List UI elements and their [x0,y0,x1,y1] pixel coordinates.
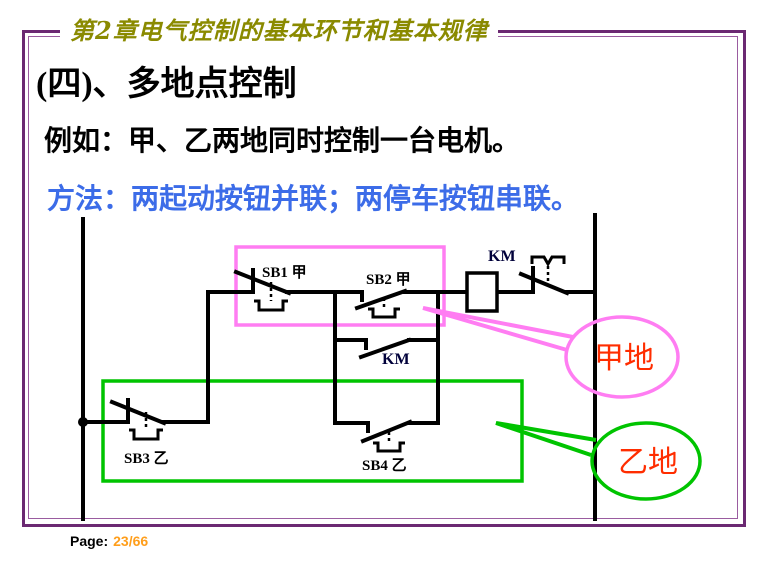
sb2-label: SB2 甲 [366,271,411,288]
sb3-actuator-icon [129,428,163,441]
sb1-nc-contact [233,268,292,296]
sb4-no-contact [360,419,413,444]
site-a-ellipse [564,315,680,399]
page-footer: Page:23/66 [70,533,148,549]
km-coil-label: KM [488,248,516,265]
page-label: Page: [70,533,109,549]
km-aux-no-contact [358,337,412,360]
section-heading: (四)、多地点控制 [36,66,297,103]
sb3-nc-contact [109,398,167,426]
site-b-callout-wedge [495,421,597,457]
sb2-actuator-icon [368,307,400,319]
site-a-callout-wedge [422,306,574,352]
pushbutton-actuators [129,255,566,453]
sb1-label: SB1 甲 [262,264,307,281]
sb4-actuator-icon [373,441,405,453]
sb3-label: SB3 乙 [124,451,169,467]
method-line: 方法：两起动按钮并联；两停车按钮串联。 [47,184,580,215]
circuit-wires [81,213,597,521]
chapter-title: 第2章电气控制的基本环节和基本规律 [60,13,498,49]
overload-nc-contact [518,266,570,296]
site-a-label: 甲地 [594,342,654,375]
sb1-actuator-icon [254,299,288,312]
page-number: 23/66 [113,533,149,549]
site-b-ellipse [590,421,702,501]
km-contact-label: KM [382,351,410,368]
example-line: 例如：甲、乙两地同时控制一台电机。 [44,126,521,157]
actuator-links [144,266,550,443]
overload-actuator-icon [530,255,566,268]
site-a-highlight-rect [234,245,446,327]
circuit-contacts [109,266,570,444]
junction-dot [78,417,88,427]
site-b-label: 乙地 [618,446,678,479]
sb4-label: SB4 乙 [362,458,407,474]
km-coil [465,271,499,313]
sb2-no-contact [354,288,408,311]
